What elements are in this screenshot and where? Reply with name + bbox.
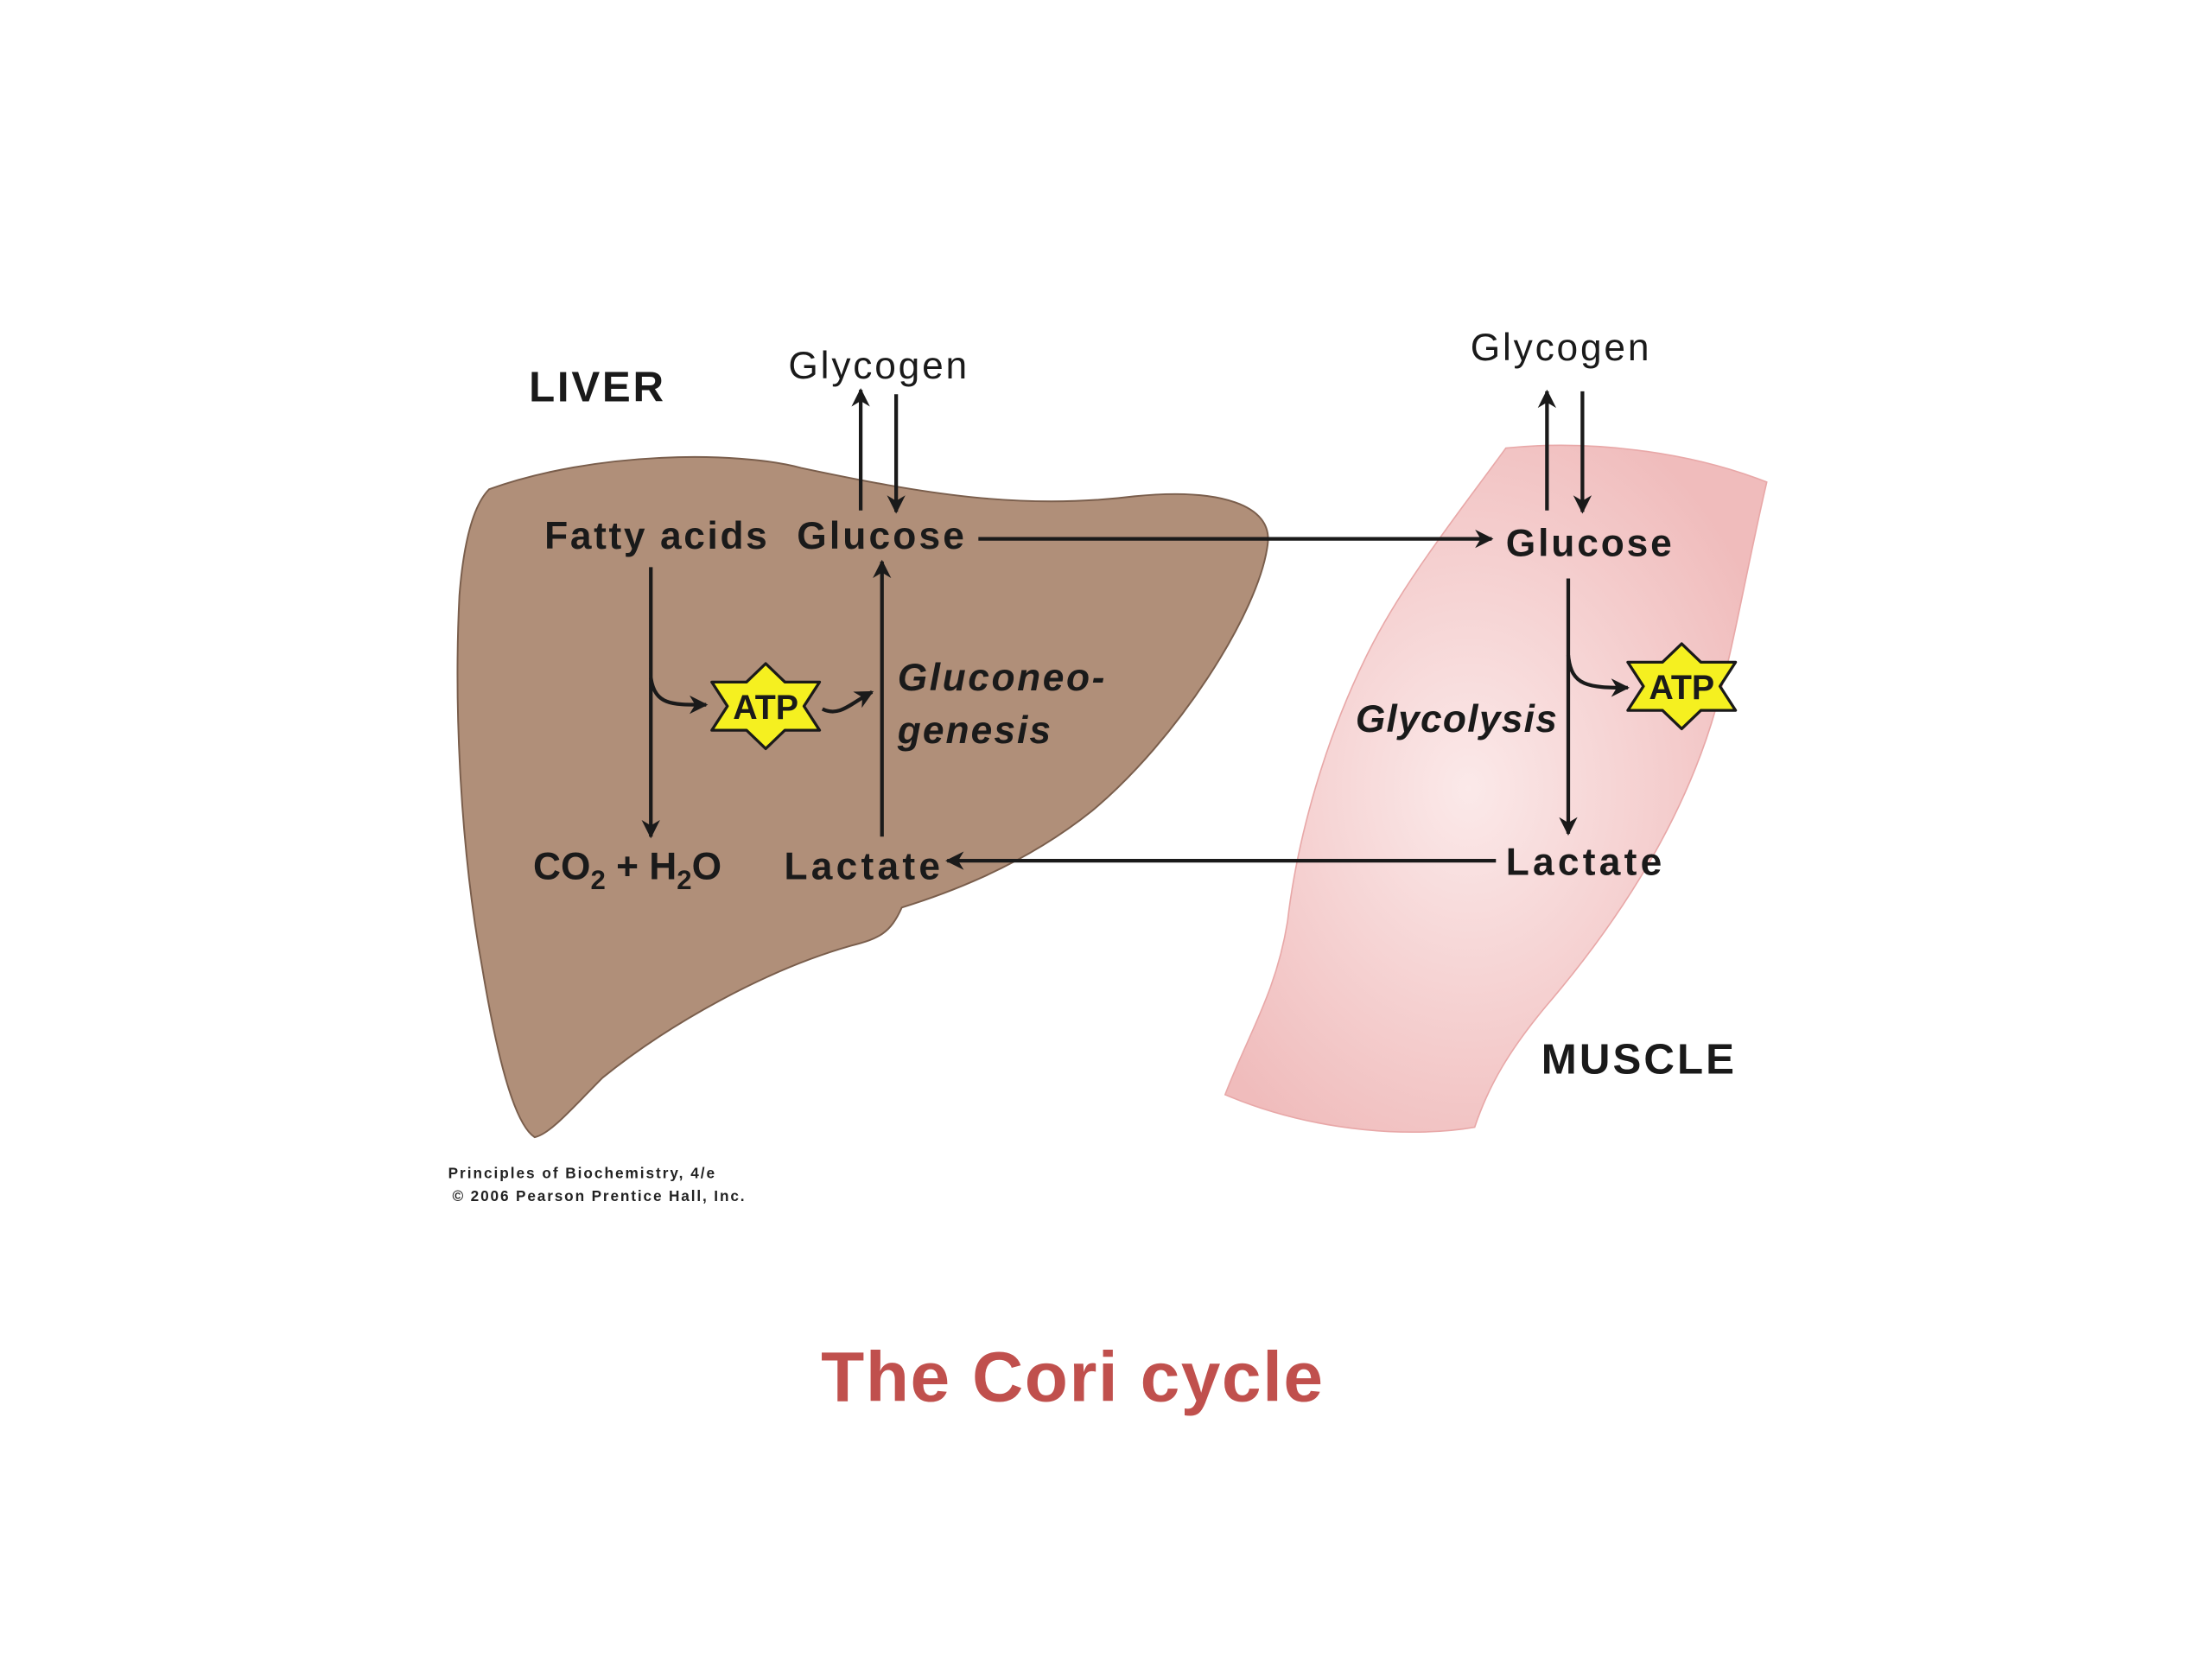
fatty-acids-atp-branch-arrow — [649, 677, 709, 715]
liver-atp-badge: ATP — [710, 662, 822, 751]
liver-label: LIVER — [529, 363, 664, 410]
credit-line-2: © 2006 Pearson Prentice Hall, Inc. — [452, 1187, 744, 1205]
muscle-label: MUSCLE — [1541, 1035, 1734, 1083]
muscle-glucose-label: Glucose — [1506, 522, 1672, 564]
glycolysis-atp-branch-arrow — [1566, 654, 1630, 697]
gluconeogenesis-label-2: genesis — [897, 709, 1051, 752]
liver-shape — [456, 455, 1269, 1139]
glycolysis-label: Glycolysis — [1356, 698, 1557, 741]
svg-text:ATP: ATP — [1649, 669, 1714, 707]
atp-to-gluconeogenesis-arrow — [821, 690, 874, 714]
liver-glucose-label: Glucose — [797, 515, 964, 557]
muscle-atp-badge: ATP — [1626, 642, 1738, 731]
liver-glycogen-label: Glycogen — [788, 345, 967, 387]
atp-star-icon — [710, 662, 822, 751]
slide-title: The Cori cycle — [821, 1338, 1323, 1416]
co2-h2o-label: CO2 + H2O — [533, 845, 721, 894]
gluconeogenesis-label-1: Gluconeo- — [898, 657, 1105, 699]
liver-fatty-acids-label: Fatty acids — [544, 515, 767, 557]
muscle-shape — [1224, 444, 1768, 1133]
svg-text:ATP: ATP — [733, 689, 798, 727]
credit-line-1: Principles of Biochemistry, 4/e — [448, 1165, 715, 1182]
atp-star-icon — [1626, 642, 1738, 731]
muscle-glycogen-label: Glycogen — [1471, 327, 1649, 369]
